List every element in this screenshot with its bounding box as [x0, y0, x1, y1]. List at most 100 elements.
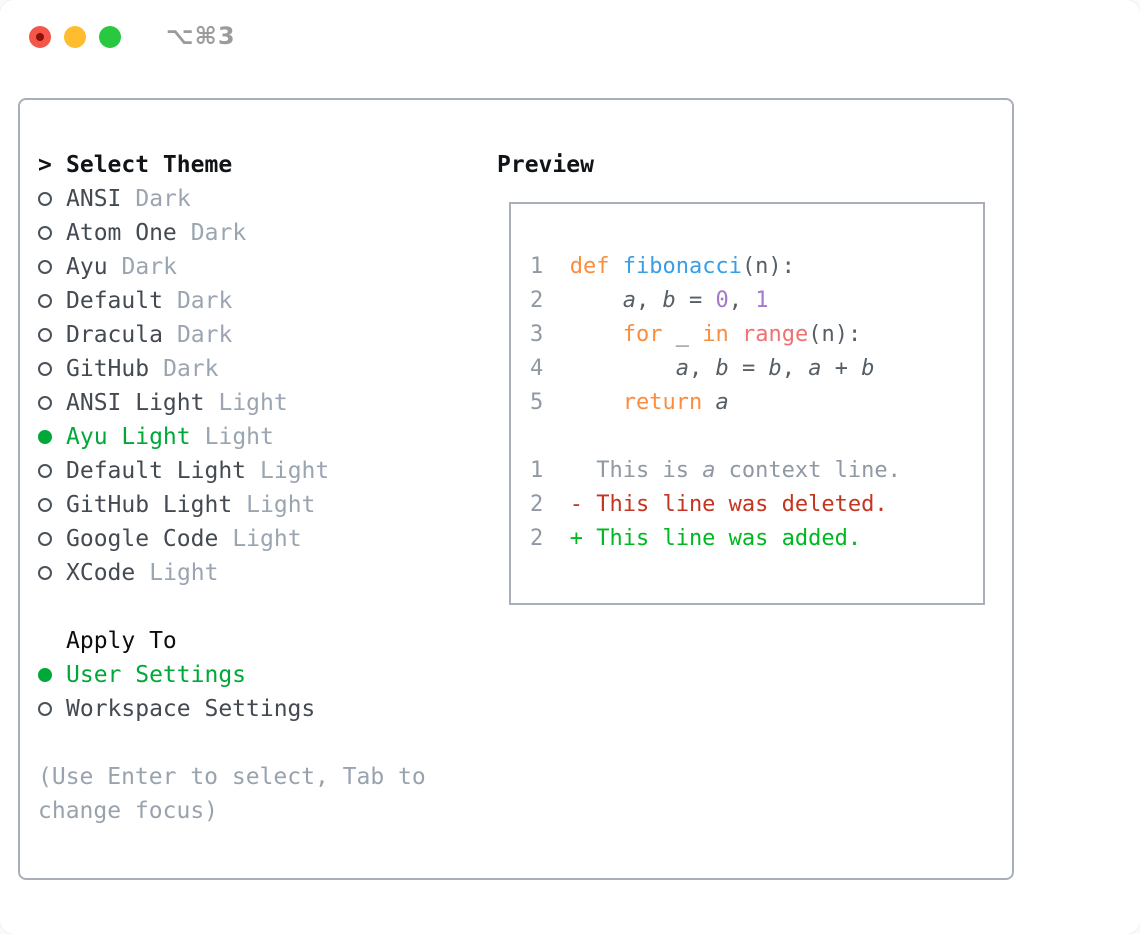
code-segment: (n):	[808, 322, 862, 347]
theme-name: Default	[66, 288, 163, 314]
theme-variant-tag: Dark	[163, 356, 219, 382]
theme-name: Google Code	[66, 526, 219, 552]
theme-name: ANSI Light	[66, 390, 205, 416]
code-line: 1 This is a context line.	[530, 454, 983, 488]
line-number: 2	[530, 526, 544, 551]
radio-icon	[38, 532, 52, 546]
code-segment: a	[675, 356, 689, 381]
code-segment: - This line was deleted.	[569, 492, 888, 517]
theme-name: Default Light	[66, 458, 247, 484]
code-segment: ,	[688, 356, 716, 381]
radio-icon	[38, 430, 52, 444]
code-segment: _	[662, 322, 703, 347]
apply-option-label: Workspace Settings	[66, 696, 316, 722]
theme-variant-tag: Light	[204, 424, 274, 450]
theme-variant-tag: Dark	[121, 254, 177, 280]
theme-option[interactable]: ANSI Dark	[38, 182, 426, 216]
code-line	[530, 420, 983, 454]
radio-icon	[38, 260, 52, 274]
theme-variant-tag: Light	[149, 560, 219, 586]
code-segment: for	[622, 322, 663, 347]
line-number: 1	[530, 254, 544, 279]
code-line: 2- This line was deleted.	[530, 488, 983, 522]
code-segment: This is	[569, 458, 703, 483]
theme-variant-tag: Dark	[190, 220, 247, 246]
hint-text: (Use Enter to select, Tab to change focu…	[38, 760, 426, 828]
line-number: 2	[530, 288, 544, 313]
radio-icon	[38, 226, 52, 240]
code-segment	[570, 356, 676, 381]
code-segment: in	[702, 322, 729, 347]
code-line: 4 a, b = b, a + b	[530, 352, 983, 386]
radio-icon	[38, 668, 52, 682]
apply-option[interactable]: User Settings	[38, 658, 426, 692]
code-segment	[702, 390, 715, 415]
code-segment: def	[569, 254, 623, 279]
code-segment: (n):	[741, 254, 795, 279]
theme-variant-tag: Light	[246, 492, 316, 518]
radio-icon	[38, 702, 52, 716]
code-segment: a	[622, 288, 636, 313]
line-number: 4	[530, 356, 544, 381]
theme-name: Atom One	[66, 220, 177, 246]
radio-icon	[38, 464, 52, 478]
code-segment: return	[622, 390, 703, 415]
code-line: 2 a, b = 0, 1	[530, 284, 983, 318]
radio-icon	[38, 192, 52, 206]
zoom-button[interactable]	[99, 26, 121, 48]
theme-option[interactable]: Atom One Dark	[38, 216, 426, 250]
apply-option[interactable]: Workspace Settings	[38, 692, 426, 726]
radio-icon	[38, 294, 52, 308]
code-segment: b	[715, 356, 729, 381]
theme-name: GitHub	[66, 356, 150, 382]
select-theme-title: Select Theme	[66, 152, 233, 178]
code-segment: a	[808, 356, 822, 381]
preview-title: Preview	[497, 152, 594, 178]
window-title: ⌥⌘3	[166, 22, 236, 50]
code-segment	[570, 288, 623, 313]
theme-variant-tag: Light	[218, 390, 288, 416]
code-line: 5 return a	[530, 386, 983, 420]
hint-line: (Use Enter to select, Tab to	[38, 764, 426, 790]
apply-to-title: Apply To	[66, 628, 177, 654]
close-button[interactable]	[29, 26, 51, 48]
code-segment: 1	[755, 288, 769, 313]
theme-option[interactable]: ANSI Light Light	[38, 386, 426, 420]
code-segment: range	[741, 322, 809, 347]
code-segment: ,	[635, 288, 663, 313]
code-line: 2+ This line was added.	[530, 522, 983, 556]
code-segment	[570, 390, 623, 415]
theme-name: ANSI	[66, 186, 122, 212]
radio-icon	[38, 362, 52, 376]
code-segment	[570, 322, 623, 347]
titlebar: ⌥⌘3	[0, 0, 1140, 74]
line-number: 3	[530, 322, 544, 347]
select-theme-header: >Select Theme	[38, 148, 426, 182]
hint-line: change focus)	[38, 798, 219, 824]
theme-variant-tag: Dark	[135, 186, 191, 212]
apply-to-header: Apply To	[38, 624, 426, 658]
minimize-button[interactable]	[64, 26, 86, 48]
code-line: 3 for _ in range(n):	[530, 318, 983, 352]
radio-icon	[38, 328, 52, 342]
code-segment: fibonacci	[622, 254, 742, 279]
radio-icon	[38, 396, 52, 410]
line-number: 1	[530, 458, 544, 483]
code-segment: +	[821, 356, 862, 381]
theme-variant-tag: Dark	[176, 322, 233, 348]
theme-option[interactable]: GitHub Dark	[38, 352, 426, 386]
